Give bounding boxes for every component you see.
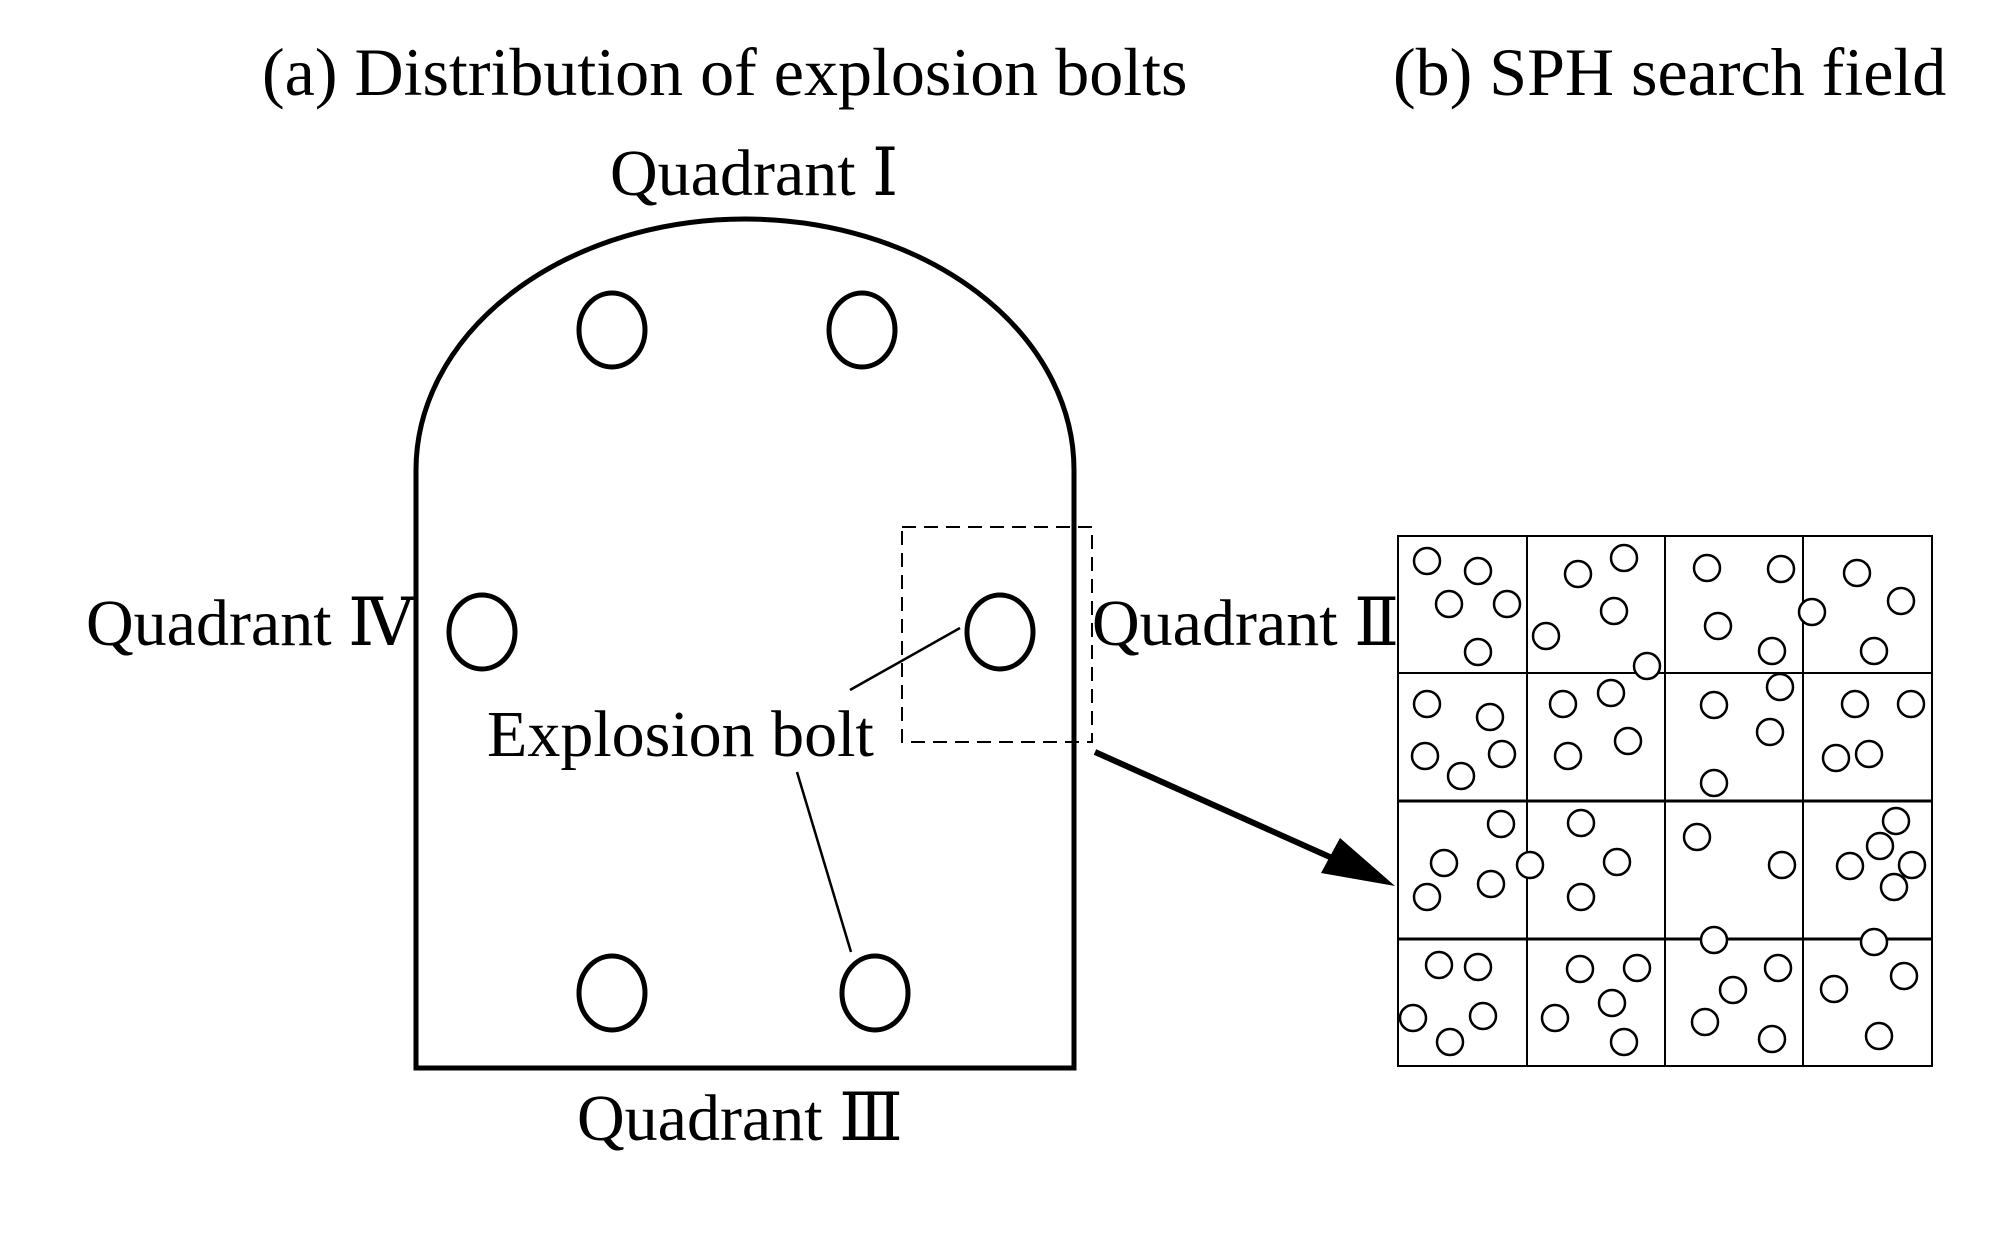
- sph-particle: [1821, 743, 1851, 773]
- sph-particle: [1596, 678, 1626, 708]
- sph-particle: [1463, 952, 1493, 982]
- zoom-arrow: [1093, 749, 1395, 886]
- sph-particle: [1492, 589, 1522, 619]
- callout-leader-lower: [795, 771, 853, 953]
- sph-particle: [1515, 850, 1545, 880]
- zoom-region-box: [901, 526, 1093, 743]
- tunnel-outline: [413, 216, 1077, 1071]
- sph-particle: [1854, 739, 1884, 769]
- sph-particle: [1412, 546, 1442, 576]
- sph-particle: [1424, 950, 1454, 980]
- sph-particle: [1757, 636, 1787, 666]
- sph-particle: [1548, 689, 1578, 719]
- sph-particle: [1755, 717, 1785, 747]
- sph-particle: [1446, 761, 1476, 791]
- sph-particle: [1435, 1027, 1465, 1057]
- explosion-bolt-bottom-right: [839, 953, 911, 1033]
- sph-particle: [1897, 850, 1927, 880]
- sph-particles: [1398, 543, 1927, 1057]
- sph-particle: [1599, 596, 1629, 626]
- explosion-bolt-label: Explosion bolt: [487, 698, 874, 771]
- quadrant-label-left: Quadrant Ⅳ: [86, 587, 415, 660]
- sph-particle: [1398, 1003, 1428, 1033]
- sph-particle: [1609, 1027, 1639, 1057]
- sph-particle: [1881, 806, 1911, 836]
- sph-particle: [1566, 808, 1596, 838]
- quadrant-label-top: Quadrant Ⅰ: [610, 137, 898, 210]
- sph-particle: [1859, 927, 1889, 957]
- explosion-bolt-top-left: [576, 290, 648, 370]
- sph-particle: [1835, 851, 1865, 881]
- sph-particle: [1690, 1007, 1720, 1037]
- explosion-bolt-left: [446, 592, 518, 672]
- sph-particle: [1889, 961, 1919, 991]
- sph-particle: [1434, 589, 1464, 619]
- sph-particle: [1486, 809, 1516, 839]
- sph-particle: [1699, 690, 1729, 720]
- sph-particle: [1886, 586, 1916, 616]
- sph-particle: [1410, 741, 1440, 771]
- sph-particle: [1864, 1021, 1894, 1051]
- quadrant-label-bottom: Quadrant Ⅲ: [577, 1082, 903, 1155]
- sph-particle: [1553, 741, 1583, 771]
- sph-particle: [1540, 1003, 1570, 1033]
- sph-particle: [1468, 1001, 1498, 1031]
- sph-particle: [1622, 953, 1652, 983]
- sph-particle: [1602, 847, 1632, 877]
- sph-particle: [1699, 925, 1729, 955]
- panel-a-title: (a) Distribution of explosion bolts: [262, 34, 1187, 110]
- sph-particle: [1609, 543, 1639, 573]
- sph-particle: [1463, 637, 1493, 667]
- sph-particle: [1699, 768, 1729, 798]
- sph-particle: [1475, 702, 1505, 732]
- sph-particle: [1563, 559, 1593, 589]
- sph-particle: [1566, 882, 1596, 912]
- sph-particle: [1797, 597, 1827, 627]
- sph-particle: [1767, 850, 1797, 880]
- sph-particle: [1865, 831, 1895, 861]
- sph-particle: [1819, 974, 1849, 1004]
- sph-particle: [1765, 672, 1795, 702]
- sph-particle: [1597, 988, 1627, 1018]
- sph-particle: [1613, 726, 1643, 756]
- sph-particle: [1487, 739, 1517, 769]
- panel-b-title: (b) SPH search field: [1393, 34, 1946, 110]
- sph-particle: [1859, 636, 1889, 666]
- explosion-bolt-right: [964, 592, 1036, 672]
- sph-particle: [1412, 882, 1442, 912]
- quadrant-label-right: Quadrant Ⅱ: [1092, 587, 1399, 660]
- tunnel-cross-section: Quadrant Ⅰ Quadrant Ⅱ Quadrant Ⅲ Quadran…: [86, 137, 1399, 1155]
- callout-leader-upper: [849, 626, 961, 692]
- sph-particle: [1896, 689, 1926, 719]
- explosion-bolt-bottom-left: [576, 953, 648, 1033]
- sph-particle: [1840, 689, 1870, 719]
- sph-particle: [1757, 1024, 1787, 1054]
- sph-particle: [1703, 611, 1733, 641]
- sph-particle: [1412, 689, 1442, 719]
- sph-particle: [1766, 554, 1796, 584]
- sph-particle: [1429, 848, 1459, 878]
- sph-particle: [1692, 553, 1722, 583]
- sph-particle: [1842, 558, 1872, 588]
- sph-particle: [1463, 556, 1493, 586]
- sph-particle: [1531, 621, 1561, 651]
- sph-particle: [1682, 822, 1712, 852]
- sph-particle: [1879, 872, 1909, 902]
- sph-particle: [1763, 953, 1793, 983]
- sph-particle: [1718, 975, 1748, 1005]
- sph-particle: [1476, 869, 1506, 899]
- sph-particle: [1565, 954, 1595, 984]
- explosion-bolt-top-right: [826, 290, 898, 370]
- sph-search-grid: [1397, 535, 1933, 1067]
- sph-particle: [1632, 651, 1662, 681]
